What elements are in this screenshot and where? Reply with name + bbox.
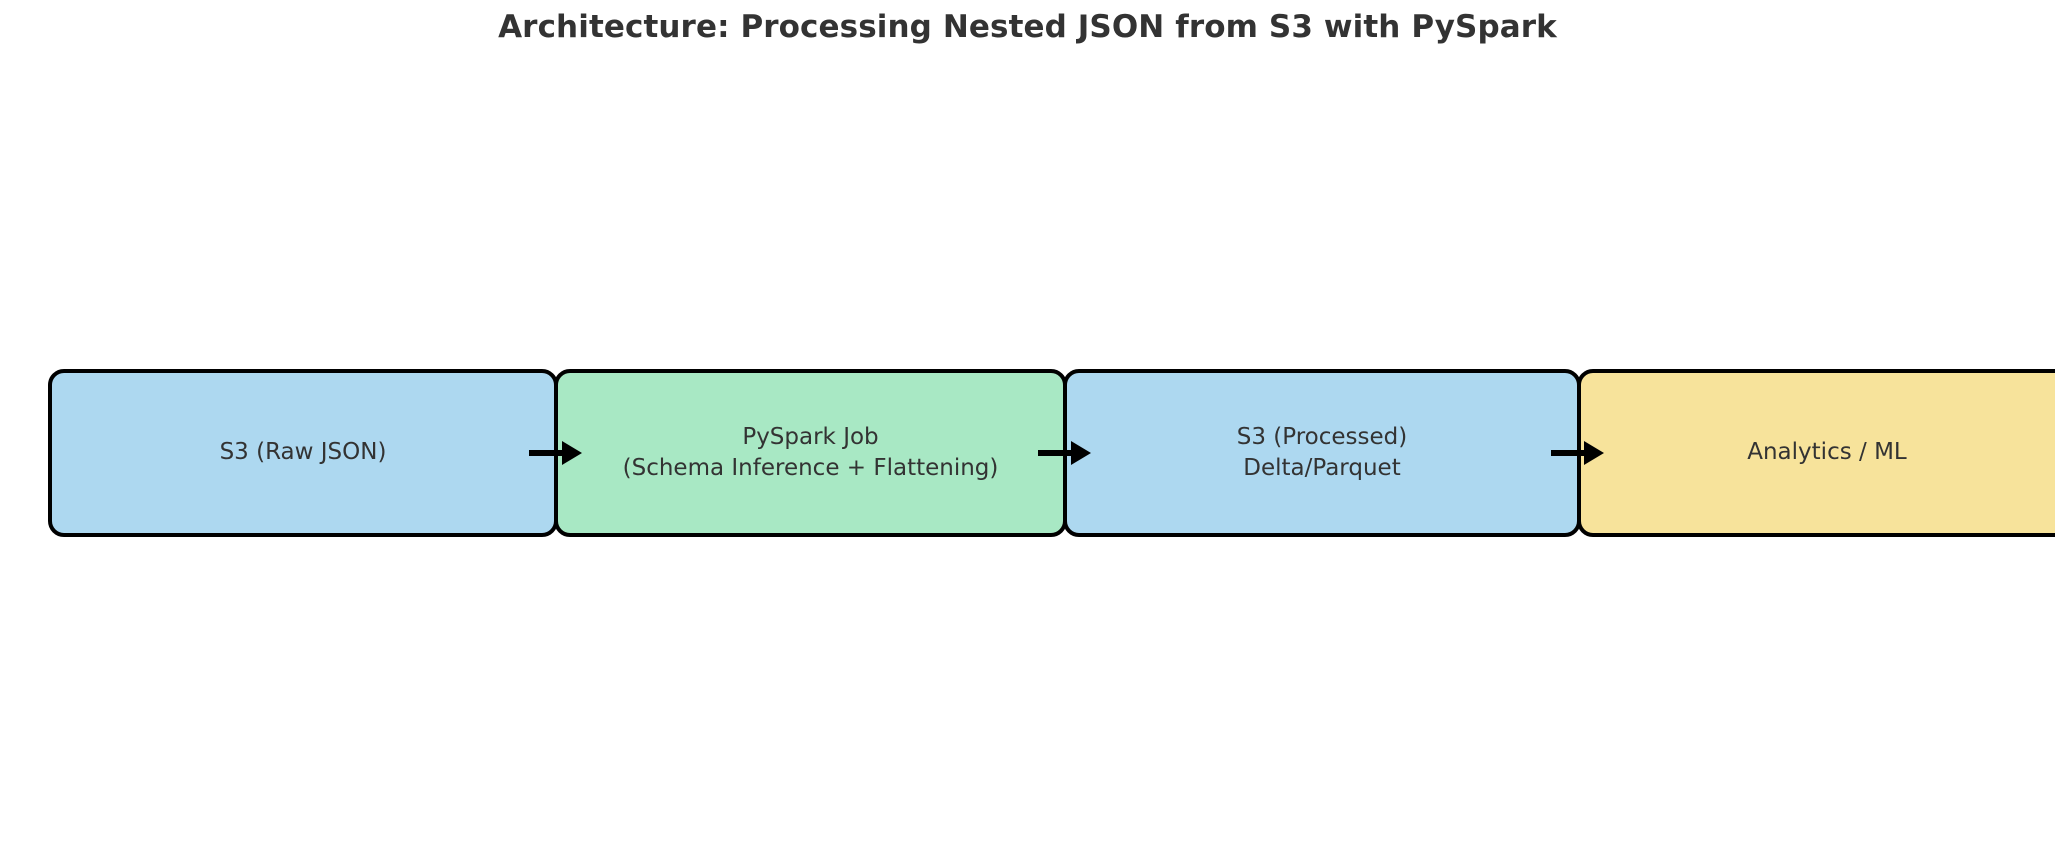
arrow-head (1071, 441, 1091, 465)
flow-node-label: Analytics / ML (1747, 439, 1907, 466)
arrow-head (562, 441, 582, 465)
flow-arrow-icon-pyspark-to-processed (1038, 441, 1094, 465)
flow-node-label: PySpark Job (Schema Inference + Flatteni… (622, 423, 999, 481)
flow-node-label: S3 (Raw JSON) (219, 439, 387, 466)
flow-node-s3-processed[interactable]: S3 (Processed) Delta/Parquet (1063, 369, 1581, 537)
arrow-shaft (1551, 450, 1587, 456)
flow-node-s3-raw-json[interactable]: S3 (Raw JSON) (48, 369, 558, 537)
pipeline-flow-row: S3 (Raw JSON) PySpark Job (Schema Infere… (0, 369, 2055, 537)
flow-node-analytics-ml[interactable]: Analytics / ML (1577, 369, 2055, 537)
flow-arrow-icon-processed-to-analytics (1551, 441, 1607, 465)
page-title: Architecture: Processing Nested JSON fro… (498, 9, 1557, 45)
flow-node-label: S3 (Processed) Delta/Parquet (1236, 423, 1408, 481)
arrow-shaft (529, 450, 565, 456)
flow-node-pyspark-job[interactable]: PySpark Job (Schema Inference + Flatteni… (554, 369, 1067, 537)
flow-arrow-icon-raw-to-pyspark (529, 441, 585, 465)
arrow-shaft (1038, 450, 1074, 456)
arrow-head (1584, 441, 1604, 465)
